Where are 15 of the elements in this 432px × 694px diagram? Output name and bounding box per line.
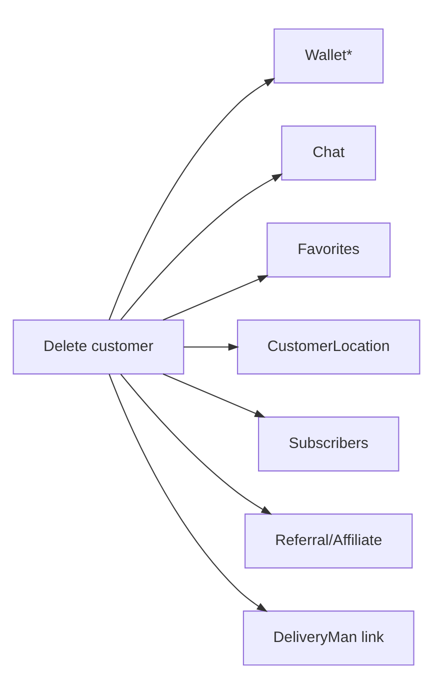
node-box: CustomerLocation xyxy=(236,320,420,374)
node-box: Favorites xyxy=(266,222,390,278)
arrow xyxy=(162,275,268,320)
arrow xyxy=(183,343,239,351)
arrow xyxy=(120,173,282,320)
node-box: Referral/Affiliate xyxy=(244,514,412,569)
arrow xyxy=(108,374,268,612)
arrow xyxy=(120,374,272,515)
arrow xyxy=(162,374,265,418)
arrow xyxy=(108,78,275,320)
node-box: Subscribers xyxy=(258,416,399,472)
node-box: DeliveryMan link xyxy=(242,610,414,666)
node-box: Delete customer xyxy=(12,320,184,374)
node-box: Wallet* xyxy=(273,28,384,84)
node-box: Chat xyxy=(280,125,376,180)
